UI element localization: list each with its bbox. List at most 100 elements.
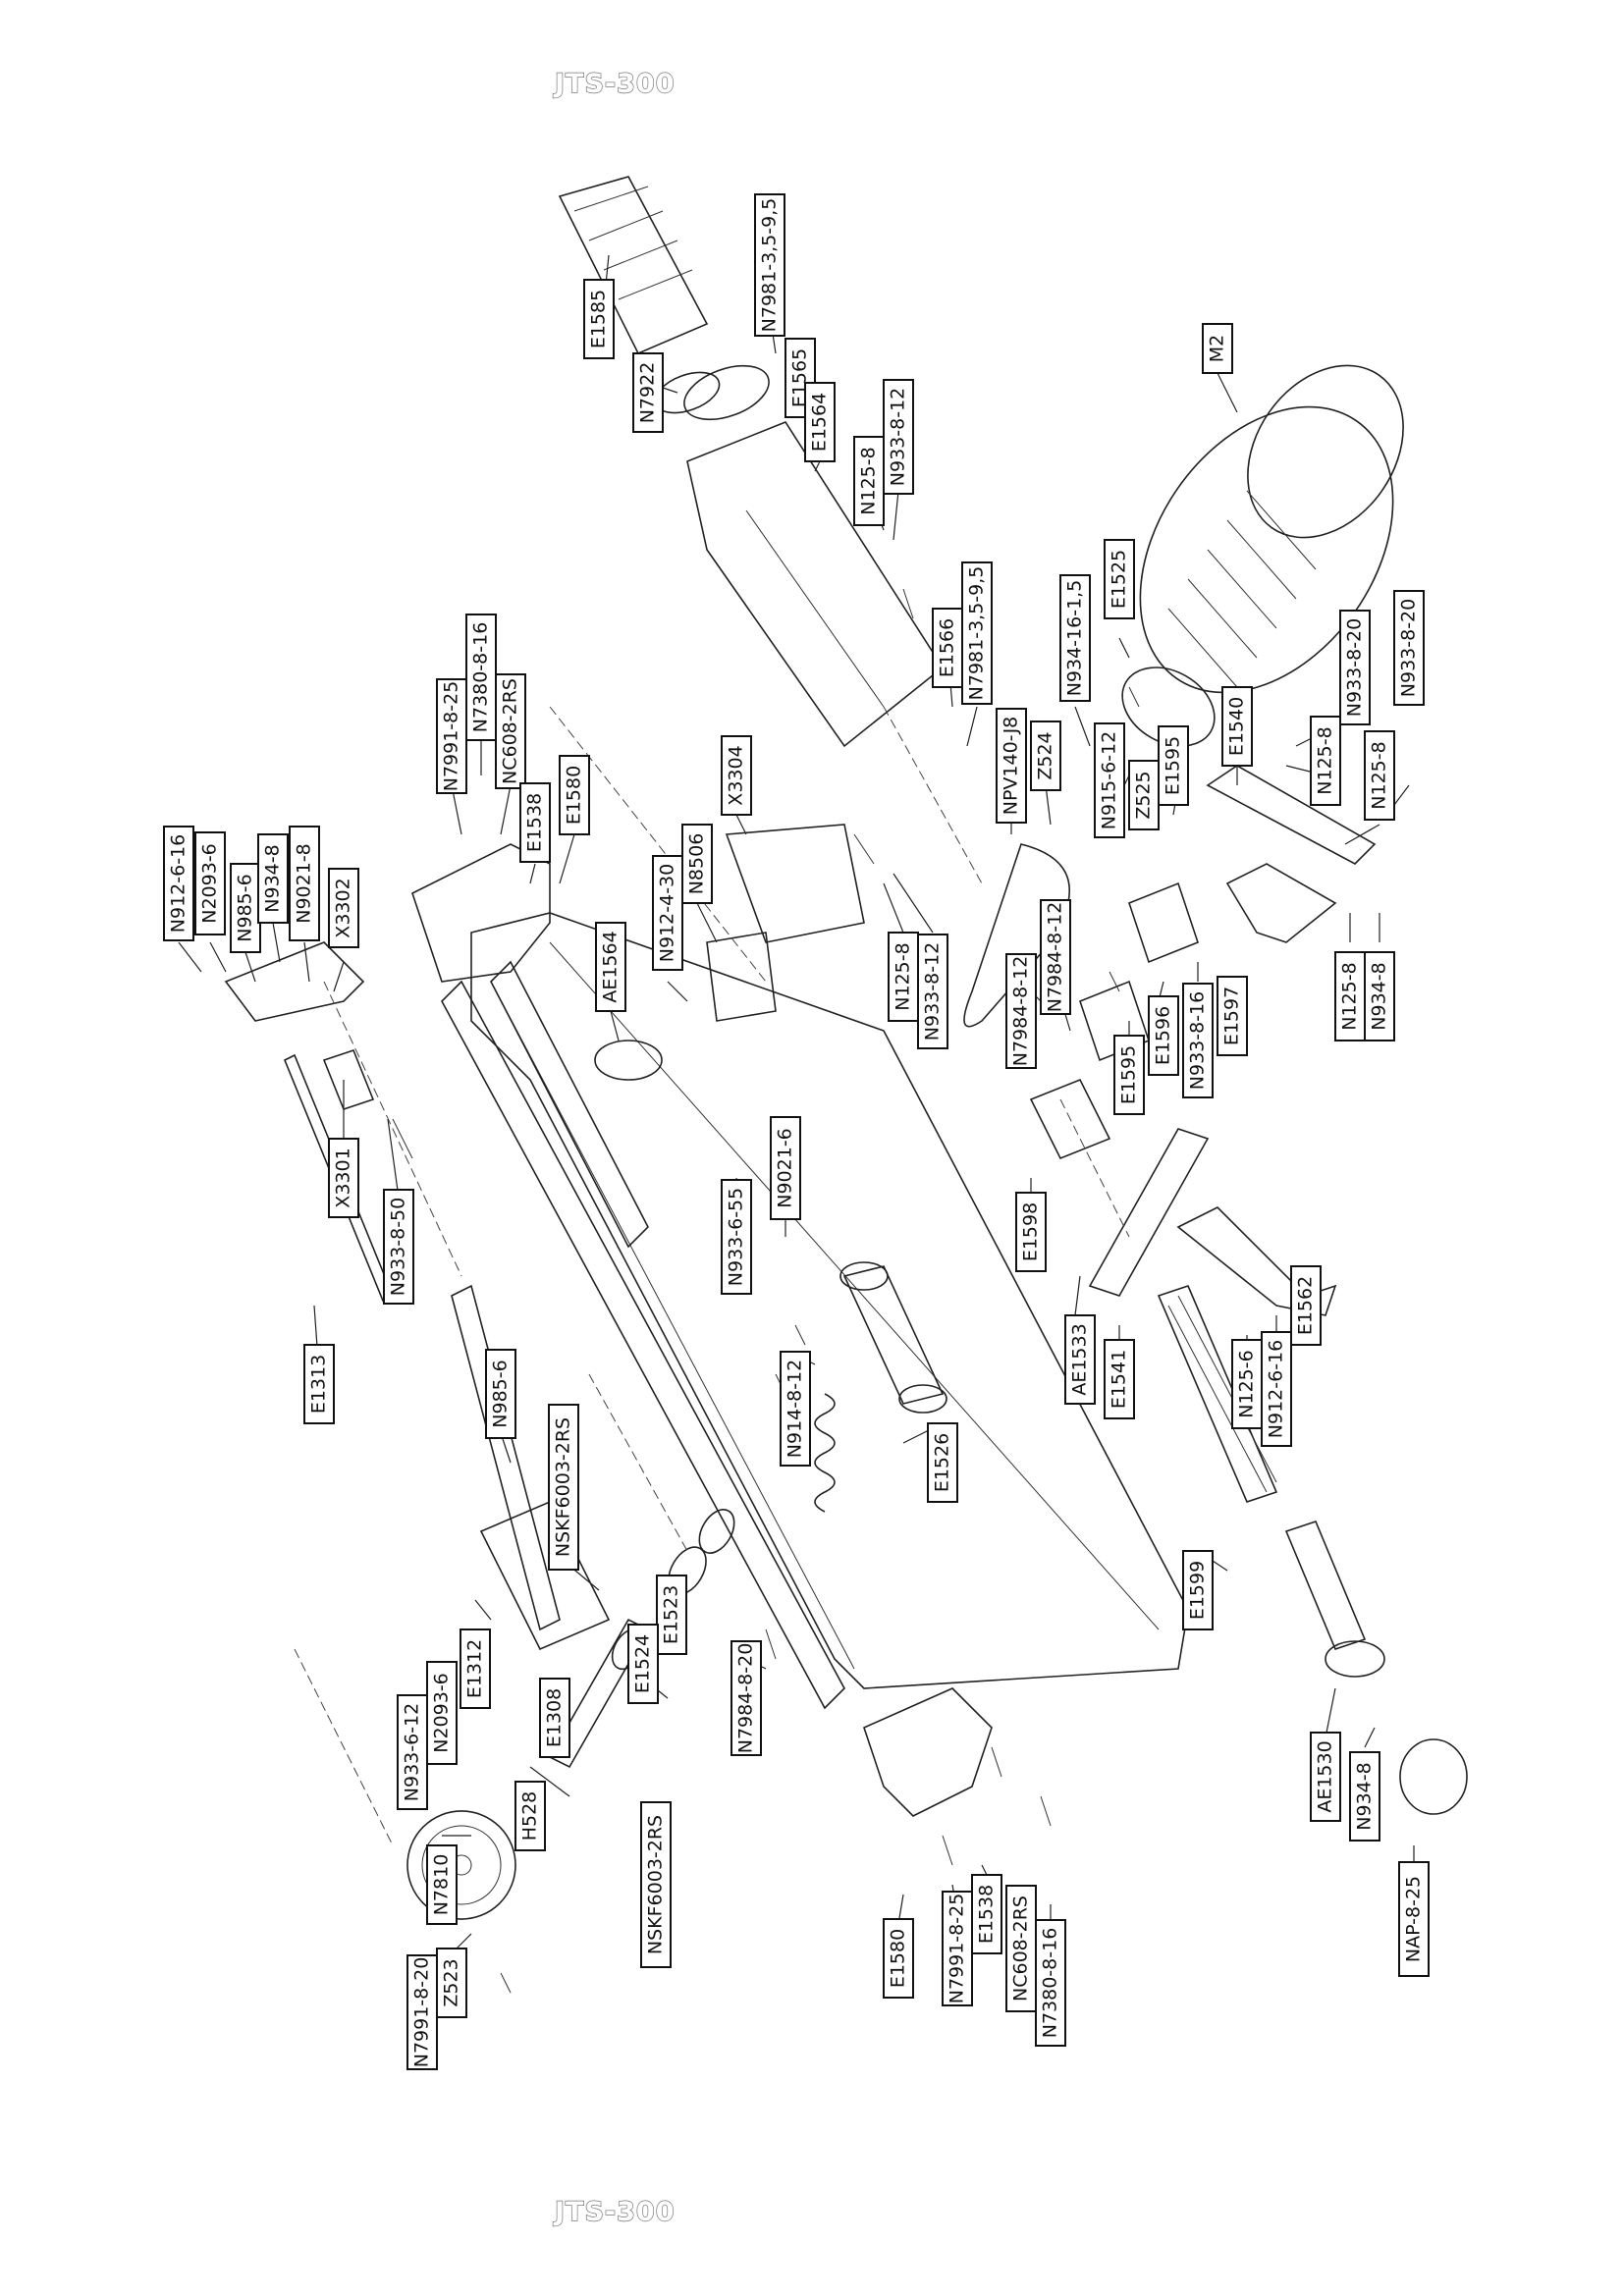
part-label-text: E1525 [1109,550,1130,609]
part-label-text: E1312 [464,1639,486,1698]
part-label: E1595 [1113,1035,1145,1115]
part-label: N912-6-16 [1261,1331,1292,1447]
part-label: N934-8 [1364,951,1395,1041]
bracket-e1541 [1088,1128,1210,1297]
part-label: N7984-8-20 [730,1640,762,1756]
part-label-text: E1540 [1226,697,1248,756]
part-label: N9021-6 [770,1116,801,1220]
part-label: N7810 [426,1844,458,1925]
part-label-text: Z524 [1035,731,1056,779]
footer-model-label: JTS-300 [554,2196,676,2227]
part-label-text: AE1564 [600,931,622,1002]
main-frame-plate [470,912,1189,1689]
part-label: N125-8 [853,436,885,526]
part-label-text: N985-6 [490,1360,512,1427]
part-label: NSKF6003-2RS [640,1801,672,1968]
part-label-text: N933-8-50 [388,1198,409,1296]
threaded-rod-e1599 [1157,1285,1278,1503]
part-label-text: N933-6-12 [402,1703,423,1801]
part-label-text: N912-4-30 [657,864,678,962]
part-label-text: N912-6-16 [168,834,189,933]
part-label-text: AE1530 [1315,1740,1336,1812]
part-label-text: N8506 [686,833,708,895]
header-model-label: JTS-300 [554,68,676,99]
part-label-text: N933-8-20 [1398,599,1420,697]
part-label-text: E1523 [661,1585,682,1644]
part-labels: N912-6-16 N2093-6 N985-6 N934-8 N9021-8 … [163,193,1430,2070]
part-label: N125-8 [1364,730,1395,821]
part-label: N915-6-12 [1094,722,1125,838]
part-label-text: N7810 [431,1854,453,1916]
dust-hose [558,176,709,355]
part-label-text: E1541 [1109,1350,1130,1409]
part-label: AE1533 [1064,1314,1096,1405]
part-label: E1585 [583,279,615,359]
part-label: E1538 [971,1874,1002,1954]
part-label: N985-6 [485,1349,516,1439]
part-label-text: X3301 [333,1148,354,1207]
part-label-text: N933-8-16 [1187,991,1209,1090]
part-label-text: N915-6-12 [1099,731,1120,829]
part-label: Z524 [1030,721,1061,791]
part-label: E1562 [1290,1265,1322,1346]
part-label: H528 [514,1781,546,1851]
part-label: N912-6-16 [163,826,194,941]
part-label-text: N934-8 [1354,1762,1376,1830]
part-label: N7984-8-12 [1005,953,1037,1069]
part-label: E1526 [927,1422,958,1503]
part-label: NSKF6003-2RS [548,1404,579,1571]
part-label: E1599 [1182,1550,1214,1630]
part-label: N7981-3,5-9,5 [961,561,993,705]
part-label-text: N933-8-12 [922,942,944,1041]
part-label-text: E1308 [544,1688,566,1747]
part-label: E1525 [1104,539,1135,619]
part-label: N7380-8-16 [465,614,497,741]
part-label-text: E1524 [632,1634,654,1693]
part-label: N934-16-1,5 [1059,574,1091,702]
part-label: E1540 [1221,686,1253,767]
part-label: NC608-2RS [1005,1885,1037,2012]
part-label-text: E1596 [1153,1006,1174,1065]
part-label: N933-6-55 [721,1179,752,1295]
part-label: AE1564 [595,922,626,1012]
saw-blade [406,1810,516,1920]
dust-chute [686,421,945,748]
part-label: E1308 [539,1678,570,1758]
part-label-text: N985-6 [235,874,256,941]
part-label: E1596 [1148,995,1179,1076]
part-label: N7981-3,5-9,5 [754,193,785,337]
long-rail [490,960,649,1249]
part-label-text: N7380-8-16 [470,622,492,733]
part-label-text: E1595 [1163,736,1184,795]
part-label: N912-4-30 [652,855,683,971]
part-label: N9021-8 [289,826,320,941]
part-label: N933-8-20 [1393,590,1425,706]
part-label: E1523 [656,1575,687,1655]
frame-side-beam [441,980,845,1710]
part-label-text: N9021-8 [294,843,315,924]
part-label-text: NPV140-J8 [1001,717,1022,816]
part-label: E1597 [1217,976,1248,1056]
part-label: E1313 [303,1344,335,1424]
part-label-text: N7984-8-20 [735,1643,757,1754]
part-label: E1538 [519,782,551,863]
part-label-text: N7984-8-12 [1045,902,1066,1013]
part-label-text: N7991-8-20 [411,1957,433,2068]
part-label-text: N912-6-16 [1266,1340,1287,1438]
part-label-text: NSKF6003-2RS [645,1815,667,1954]
part-label-text: E1313 [308,1355,330,1414]
part-label-text: N125-8 [1369,741,1390,809]
part-label-text: N7380-8-16 [1040,1928,1061,2039]
part-label: N933-8-16 [1182,983,1214,1098]
part-label-text: N9021-6 [775,1128,796,1208]
pulley-z525 [1121,667,1216,747]
part-label: E1598 [1015,1192,1047,1272]
part-label-text: Z525 [1133,771,1155,819]
part-label-text: N125-8 [858,447,880,514]
part-label: Z523 [436,1948,467,2018]
part-label: N7991-8-20 [406,1954,438,2070]
part-label-text: NSKF6003-2RS [553,1417,574,1557]
part-label: N7991-8-25 [942,1891,973,2006]
part-label: N933-8-20 [1339,610,1371,725]
part-label-text: N7991-8-25 [441,681,462,792]
